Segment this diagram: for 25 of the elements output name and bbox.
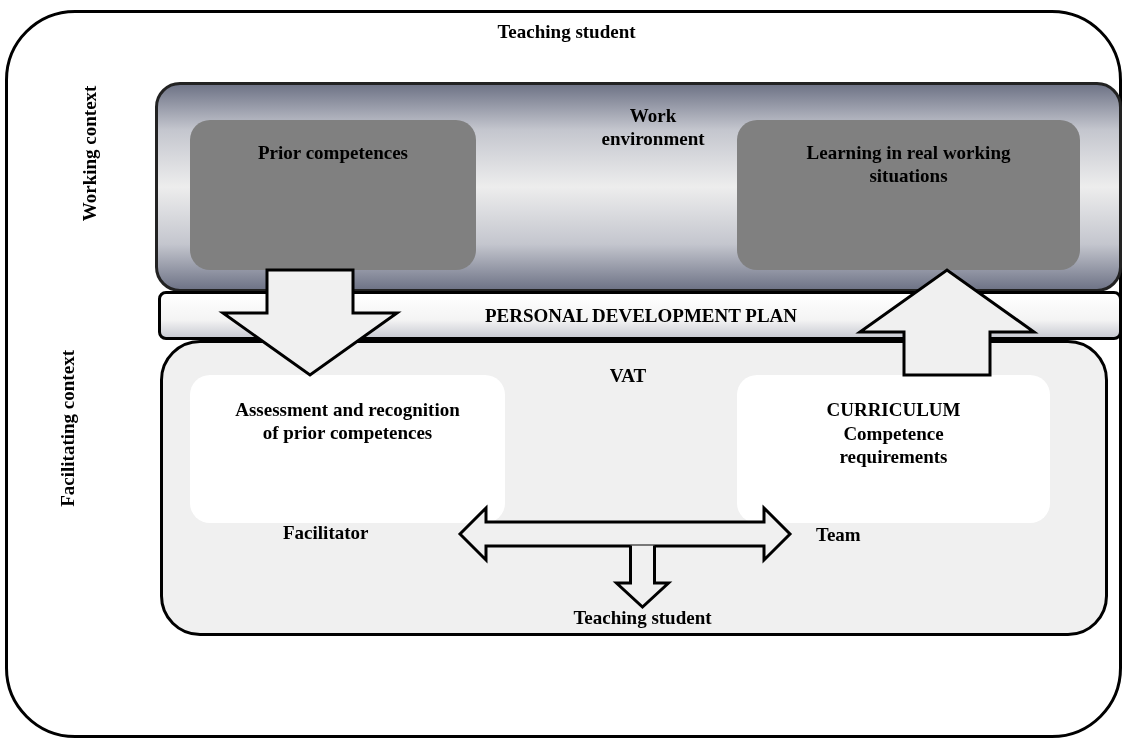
block-arrow [855,268,1039,377]
box-label: Learning in real working situations [805,142,1012,188]
competence-box [190,120,476,270]
block-arrow [218,268,402,377]
box-label: Prior competences [257,142,409,165]
box-heading: CURRICULUM [825,399,962,422]
block-arrow [457,504,793,564]
box-label: Work environment [600,105,706,151]
node-label: Teaching student [572,607,713,630]
side-label: Working context [78,84,101,224]
box-label: Assessment and recognition of prior competences [235,399,460,445]
box-label: VAT [608,365,648,388]
assessment-box [190,375,505,523]
box-label: PERSONAL DEVELOPMENT PLAN [483,305,799,328]
outer-rounded-frame [5,10,1122,738]
box-label: Competence requirements [838,423,949,469]
box-label: Teaching student [496,21,637,44]
node-label: Facilitator [283,522,370,545]
block-arrow [612,544,673,610]
curriculum-box [737,375,1050,523]
work-environment-panel [155,82,1122,292]
side-label: Facilitating context [56,349,79,509]
node-label: Team [816,524,862,547]
learning-box [737,120,1080,270]
vat-panel [160,340,1108,636]
